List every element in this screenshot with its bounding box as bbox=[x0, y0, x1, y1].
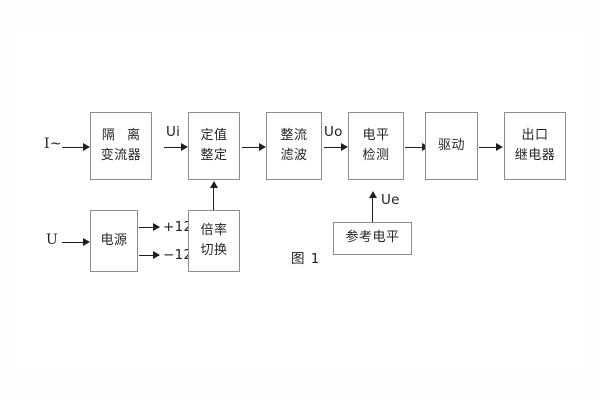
rail-negative-line bbox=[139, 255, 159, 256]
signal-uo-label: Uo bbox=[324, 124, 343, 140]
rail-negative-arrowhead bbox=[153, 251, 160, 259]
block-level-detect: 电平 检测 bbox=[348, 112, 404, 180]
link-ratio-to-setting-line bbox=[213, 186, 214, 210]
block-drive: 驱动 bbox=[425, 112, 478, 180]
signal-ue-label: Ue bbox=[381, 192, 400, 208]
diagram-frame bbox=[14, 26, 586, 374]
current-input-line bbox=[62, 147, 88, 148]
block-ratio-switch: 倍率 切换 bbox=[188, 210, 240, 272]
rail-positive-line bbox=[139, 227, 159, 228]
block-isolation-transformer-line1: 隔 离 bbox=[101, 127, 145, 143]
block-output-relay-line1: 出口 bbox=[521, 127, 549, 143]
input-terminal-current-label: I~ bbox=[44, 136, 62, 152]
link-reference-to-level-line bbox=[372, 196, 373, 222]
link-rectify-to-level-line bbox=[324, 147, 346, 148]
block-isolation-transformer: 隔 离 变流器 bbox=[90, 112, 152, 180]
voltage-input-line bbox=[62, 242, 88, 243]
link-setting-to-rectify-line bbox=[242, 147, 264, 148]
block-output-relay: 出口 继电器 bbox=[504, 112, 566, 180]
block-rectify-filter-line2: 滤波 bbox=[280, 148, 308, 163]
block-ratio-switch-line2: 切换 bbox=[200, 243, 228, 258]
block-output-relay-line2: 继电器 bbox=[514, 148, 556, 163]
block-level-detect-line2: 检测 bbox=[362, 148, 390, 163]
block-drive-line1: 驱动 bbox=[437, 137, 465, 153]
rail-positive-arrowhead bbox=[153, 223, 160, 231]
block-level-detect-line1: 电平 bbox=[362, 127, 390, 143]
block-rectify-filter-line1: 整流 bbox=[280, 127, 308, 143]
link-reference-to-level-arrowhead bbox=[369, 191, 377, 198]
signal-ui-label: Ui bbox=[166, 124, 181, 140]
block-ratio-switch-line1: 倍率 bbox=[200, 222, 228, 238]
block-power-supply-line1: 电源 bbox=[100, 232, 128, 248]
figure-caption: 图 1 bbox=[291, 251, 321, 267]
block-isolation-transformer-line2: 变流器 bbox=[100, 148, 142, 163]
input-terminal-voltage-label: U bbox=[46, 232, 59, 248]
link-level-to-drive-line bbox=[405, 147, 427, 148]
link-isolation-to-setting-arrowhead bbox=[181, 143, 188, 151]
block-setting-adjust-line1: 定值 bbox=[200, 127, 228, 143]
link-drive-to-relay-line bbox=[479, 147, 501, 148]
block-reference-level-line1: 参考电平 bbox=[345, 230, 400, 246]
block-reference-level: 参考电平 bbox=[333, 222, 412, 255]
link-rectify-to-level-arrowhead bbox=[341, 143, 348, 151]
link-ratio-to-setting-arrowhead bbox=[210, 181, 218, 188]
link-setting-to-rectify-arrowhead bbox=[259, 143, 266, 151]
block-rectify-filter: 整流 滤波 bbox=[266, 112, 322, 180]
link-drive-to-relay-arrowhead bbox=[496, 143, 503, 151]
block-setting-adjust: 定值 整定 bbox=[188, 112, 240, 180]
current-input-arrowhead bbox=[83, 143, 90, 151]
block-power-supply: 电源 bbox=[90, 210, 138, 272]
block-setting-adjust-line2: 整定 bbox=[200, 148, 228, 163]
link-isolation-to-setting-line bbox=[164, 147, 186, 148]
voltage-input-arrowhead bbox=[83, 238, 90, 246]
